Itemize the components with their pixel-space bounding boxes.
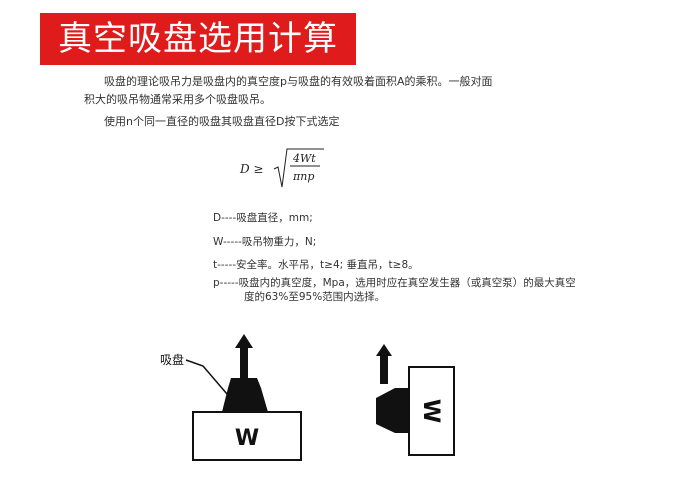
weight-label: W [235, 426, 259, 451]
suction-cup-label: 吸盘 [160, 352, 184, 367]
horizontal-lift-figure: W 吸盘 [160, 334, 302, 461]
formula-numerator: 4Wt [292, 152, 316, 165]
formula-sqrt-sign [273, 148, 324, 188]
weight-label: W [418, 399, 443, 423]
weight-block [408, 366, 455, 456]
up-arrow-icon [376, 344, 392, 384]
page-title: 真空吸盘选用计算 [40, 13, 356, 65]
vertical-lift-figure: W [376, 344, 455, 456]
intro-line-3: 使用n个同一直径的吸盘其吸盘直径D按下式选定 [104, 115, 340, 128]
formula-denominator: πnp [292, 170, 314, 183]
formula-lhs: D ≥ [239, 162, 264, 176]
definition-p-continued: 度的63%至95%范围内选择。 [244, 291, 386, 303]
weight-block [192, 411, 302, 461]
definition-d: D----吸盘直径，mm; [213, 212, 313, 224]
definition-w: W-----吸吊物重力，N; [213, 236, 317, 248]
intro-line-2: 积大的吸吊物通常采用多个吸盘吸吊。 [84, 93, 271, 106]
up-arrow-icon [235, 334, 253, 378]
intro-line-1: 吸盘的理论吸吊力是吸盘内的真空度p与吸盘的有效吸着面积A的乘积。一般对面 [104, 75, 493, 88]
definition-t: t-----安全率。水平吊，t≥4; 垂直吊，t≥8。 [213, 259, 419, 271]
label-leader-line [185, 359, 234, 402]
suction-cup-icon [222, 378, 268, 412]
suction-cup-icon [376, 388, 409, 433]
diameter-formula: D ≥ 4Wt πnp [239, 148, 324, 188]
definition-p: p-----吸盘内的真空度，Mpa，选用时应在真空发生器（或真空泵）的最大真空 [213, 277, 576, 289]
